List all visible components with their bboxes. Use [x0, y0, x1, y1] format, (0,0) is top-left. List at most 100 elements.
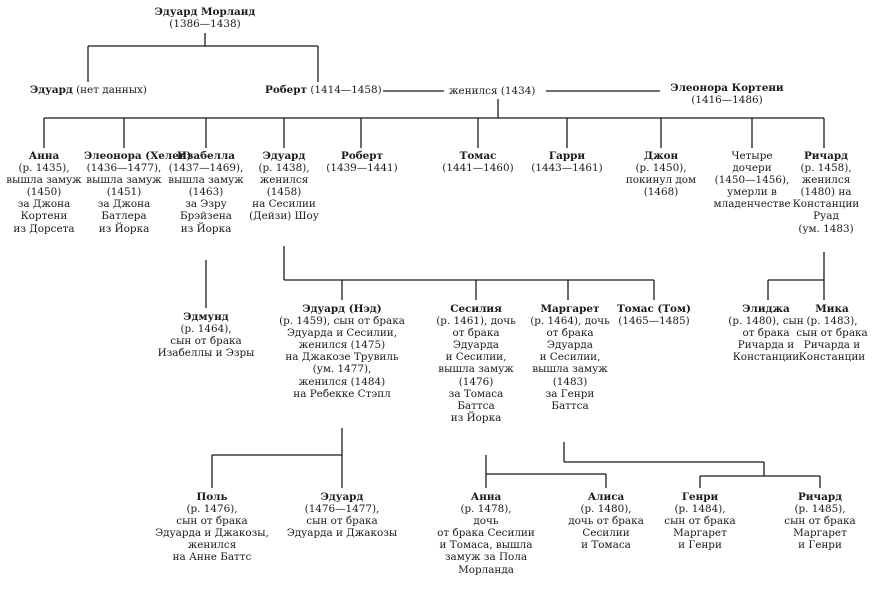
gen2-eduard: Эдуард (нет данных)	[30, 84, 150, 96]
gen3-eleonora-line: из Йорка	[98, 222, 150, 235]
gen4-elijah: Элиджа (р. 1480), сын от брака Ричарда и…	[718, 303, 814, 363]
gen3-anna-line: из Дорсета	[13, 222, 75, 235]
gen3-eduard-name: Эдуард	[262, 150, 306, 162]
gen3-eduard-line: на Сесилии	[252, 198, 316, 211]
gen5-henry-name: Генри	[681, 491, 719, 503]
gen4-cecilia-line: Баттса	[457, 399, 495, 412]
gen3-robert-name: Роберт	[341, 150, 383, 162]
gen3-eleonora-line: вышла замуж	[86, 174, 162, 187]
gen5-richard-line: (р. 1485),	[794, 503, 846, 516]
gen3-eduard-line: (р. 1438),	[258, 162, 310, 175]
gen3-isabella-name: Изабелла	[176, 150, 236, 162]
gen4-ned-line: (р. 1459), сын от брака	[279, 315, 405, 328]
gen5-anna-line: дочь	[473, 515, 499, 528]
gen5-paul-line: женился	[187, 539, 237, 552]
gen4-mika-line: (р. 1483),	[806, 315, 858, 328]
gen4-cecilia-line: (р. 1461), дочь	[436, 315, 516, 328]
gen2-eduard-name: Эдуард	[30, 84, 73, 96]
gen5-anna-name: Анна	[470, 491, 502, 503]
gen4-ned: Эдуард (Нэд) (р. 1459), сын от брака Эду…	[278, 303, 406, 400]
gen3-richard-line: Руад	[813, 210, 839, 223]
gen3-daughters-line: умерли в	[727, 186, 777, 199]
gen3-thomas-line: (1441—1460)	[442, 162, 514, 175]
gen3-four-daughters: Четыре дочери (1450—1456), умерли в млад…	[708, 150, 796, 210]
gen3-harry: Гарри (1443—1461)	[527, 150, 607, 174]
gen3-anna: Анна (р. 1435), вышла замуж (1450) за Дж…	[0, 150, 88, 235]
gen2-eleonora-name: Элеонора Кортени	[670, 82, 784, 94]
gen4-margaret-line: Эдуарда	[547, 339, 593, 352]
gen4-margaret-line: Баттса	[551, 399, 589, 412]
gen4-elijah-line: (р. 1480), сын	[728, 315, 804, 328]
gen5-paul-line: (р. 1476),	[186, 503, 238, 516]
gen5-paul-name: Поль	[196, 491, 228, 503]
gen4-cecilia: Сесилия (р. 1461), дочь от брака Эдуарда…	[428, 303, 524, 424]
gen4-edmund-line: Изабеллы и Эзры	[157, 347, 255, 360]
gen4-cecilia-line: из Йорка	[450, 411, 502, 424]
gen3-anna-line: за Джона	[17, 198, 71, 211]
gen4-cecilia-line: за Томаса	[448, 387, 504, 400]
gen3-eduard-line: (1458)	[266, 186, 302, 199]
gen5-henry: Генри (р. 1484), сын от брака Маргарет и…	[656, 491, 744, 551]
gen4-mika-line: Констанции	[798, 351, 866, 364]
gen5-alice-line: дочь от брака	[568, 515, 644, 528]
gen4-margaret-line: и Сесилии,	[539, 351, 601, 364]
gen5-eduard-line: Эдуарда и Джакозы	[286, 527, 398, 540]
root-person: Эдуард Морланд (1386—1438)	[145, 6, 265, 30]
gen3-eleonora-line: Батлера	[101, 210, 147, 223]
gen3-eleonora: Элеонора (Хелен) (1436—1477), вышла заму…	[84, 150, 191, 235]
gen5-eduard-line: (1476—1477),	[304, 503, 380, 516]
gen5-henry-line: (р. 1484),	[674, 503, 726, 516]
gen3-daughters-line: (1450—1456),	[714, 174, 790, 187]
gen3-eduard-line: женился	[259, 174, 309, 187]
gen4-elijah-name: Элиджа	[742, 303, 790, 315]
gen4-margaret-line: (р. 1464), дочь	[530, 315, 610, 328]
gen3-isabella: Изабелла (1437—1469), вышла замуж (1463)…	[163, 150, 249, 235]
gen3-richard-line: женился	[801, 174, 851, 187]
gen4-cecilia-line: от брака	[452, 327, 500, 340]
gen5-alice: Алиса (р. 1480), дочь от брака Сесилии и…	[556, 491, 656, 551]
gen3-john-line: (р. 1450),	[635, 162, 687, 175]
gen5-alice-line: и Томаса	[581, 539, 631, 552]
gen5-anna-line: Морланда	[458, 563, 514, 576]
gen2-robert-dates: (1414—1458)	[310, 84, 382, 96]
gen3-isabella-line: (1437—1469),	[168, 162, 244, 175]
gen3-harry-line: (1443—1461)	[531, 162, 603, 175]
gen5-alice-line: Сесилии	[582, 527, 630, 540]
gen4-elijah-line: Ричарда и	[737, 339, 795, 352]
gen2-robert-name: Роберт	[265, 84, 307, 96]
gen5-anna-line: и Томаса, вышла	[439, 539, 533, 552]
gen4-elijah-line: Констанции	[732, 351, 800, 364]
gen5-eduard-line: сын от брака	[306, 515, 378, 528]
gen4-margaret-line: (1483)	[552, 375, 588, 388]
gen5-paul-line: Эдуарда и Джакозы,	[155, 527, 269, 540]
gen3-daughters-line: Четыре	[731, 150, 773, 162]
gen3-isabella-line: вышла замуж	[168, 174, 244, 187]
gen3-isabella-line: Брэйзена	[180, 210, 232, 223]
gen5-paul-line: сын от брака	[176, 515, 248, 528]
gen4-cecilia-line: и Сесилии,	[445, 351, 507, 364]
gen3-john-name: Джон	[643, 150, 679, 162]
gen4-ned-line: женился (1484)	[298, 375, 386, 388]
gen4-thomas-line: (1465—1485)	[618, 315, 690, 328]
gen4-thomas-name: Томас (Том)	[617, 303, 691, 315]
gen3-eleonora-line: за Джона	[97, 198, 151, 211]
gen4-elijah-line: от брака	[742, 327, 790, 340]
gen3-anna-name: Анна	[28, 150, 60, 162]
gen5-anna: Анна (р. 1478), дочь от брака Сесилии и …	[428, 491, 544, 576]
gen5-richard-line: сын от брака	[784, 515, 856, 528]
gen3-richard: Ричард (р. 1458), женился (1480) на Конс…	[790, 150, 862, 235]
gen5-anna-line: от брака Сесилии	[437, 527, 535, 540]
gen4-mika-line: Ричарда и	[803, 339, 861, 352]
gen3-john: Джон (р. 1450), покинул дом (1468)	[621, 150, 701, 198]
gen3-daughters-line: дочери	[732, 162, 772, 175]
gen4-cecilia-line: вышла замуж	[438, 363, 514, 376]
gen3-eduard-line: (Дейзи) Шоу	[249, 210, 319, 223]
gen4-mika-line: сын от брака	[796, 327, 868, 340]
gen4-margaret: Маргарет (р. 1464), дочь от брака Эдуард…	[522, 303, 618, 412]
gen4-thomas: Томас (Том) (1465—1485)	[612, 303, 696, 327]
gen3-robert-line: (1439—1441)	[326, 162, 398, 175]
gen3-thomas: Томас (1441—1460)	[438, 150, 518, 174]
gen5-richard-name: Ричард	[797, 491, 843, 503]
gen4-ned-line: женился (1475)	[298, 339, 386, 352]
